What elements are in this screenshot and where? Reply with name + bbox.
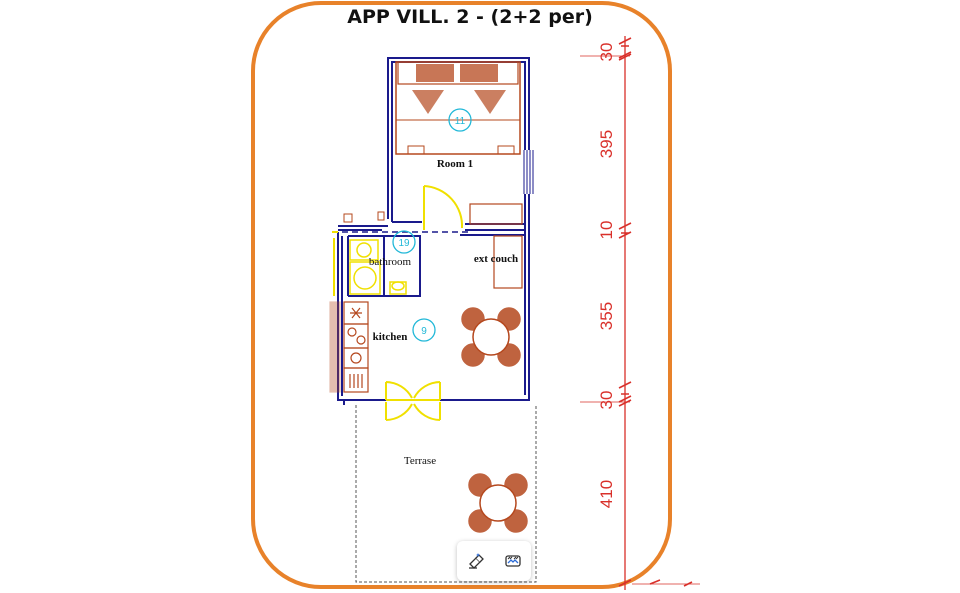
image-pattern-button[interactable]	[499, 547, 527, 575]
kitchen-marker-circle	[412, 318, 436, 342]
dining-table	[461, 307, 521, 367]
dimension-2: 395	[597, 130, 616, 158]
room1-label: Room 1	[437, 158, 473, 170]
terrace-table	[468, 473, 528, 533]
image-pattern-icon	[504, 555, 521, 567]
doors	[332, 185, 464, 421]
room1-marker: 11	[455, 116, 466, 127]
terrace-label: Terrase	[404, 455, 436, 467]
eraser-icon	[468, 553, 484, 569]
page-title: APP VILL. 2 - (2+2 per)	[347, 6, 593, 28]
dimension-3: 10	[597, 221, 616, 240]
dimension-ticks	[618, 37, 693, 587]
kitchen-label: kitchen	[373, 331, 408, 343]
bathroom-fixtures	[349, 239, 407, 295]
dimension-5: 30	[597, 391, 616, 410]
double-bed	[395, 61, 521, 155]
window-right	[523, 150, 534, 194]
dimension-1: 30	[597, 43, 616, 62]
plan-frame	[251, 1, 672, 589]
bathroom-marker: 19	[398, 238, 410, 249]
eraser-button[interactable]	[462, 547, 490, 575]
bathroom-label: bathroom	[369, 256, 412, 268]
dimension-6: 410	[597, 480, 616, 508]
image-toolbar	[457, 541, 531, 581]
bathroom-marker-circle	[392, 230, 416, 254]
kitchen-unit	[329, 301, 369, 393]
terrace-outline	[355, 405, 537, 583]
kitchen-marker: 9	[421, 326, 427, 337]
room1-marker-circle	[448, 108, 472, 132]
ext-couch	[469, 203, 523, 289]
ext-couch-label: ext couch	[474, 253, 518, 265]
dimension-4: 355	[597, 302, 616, 330]
